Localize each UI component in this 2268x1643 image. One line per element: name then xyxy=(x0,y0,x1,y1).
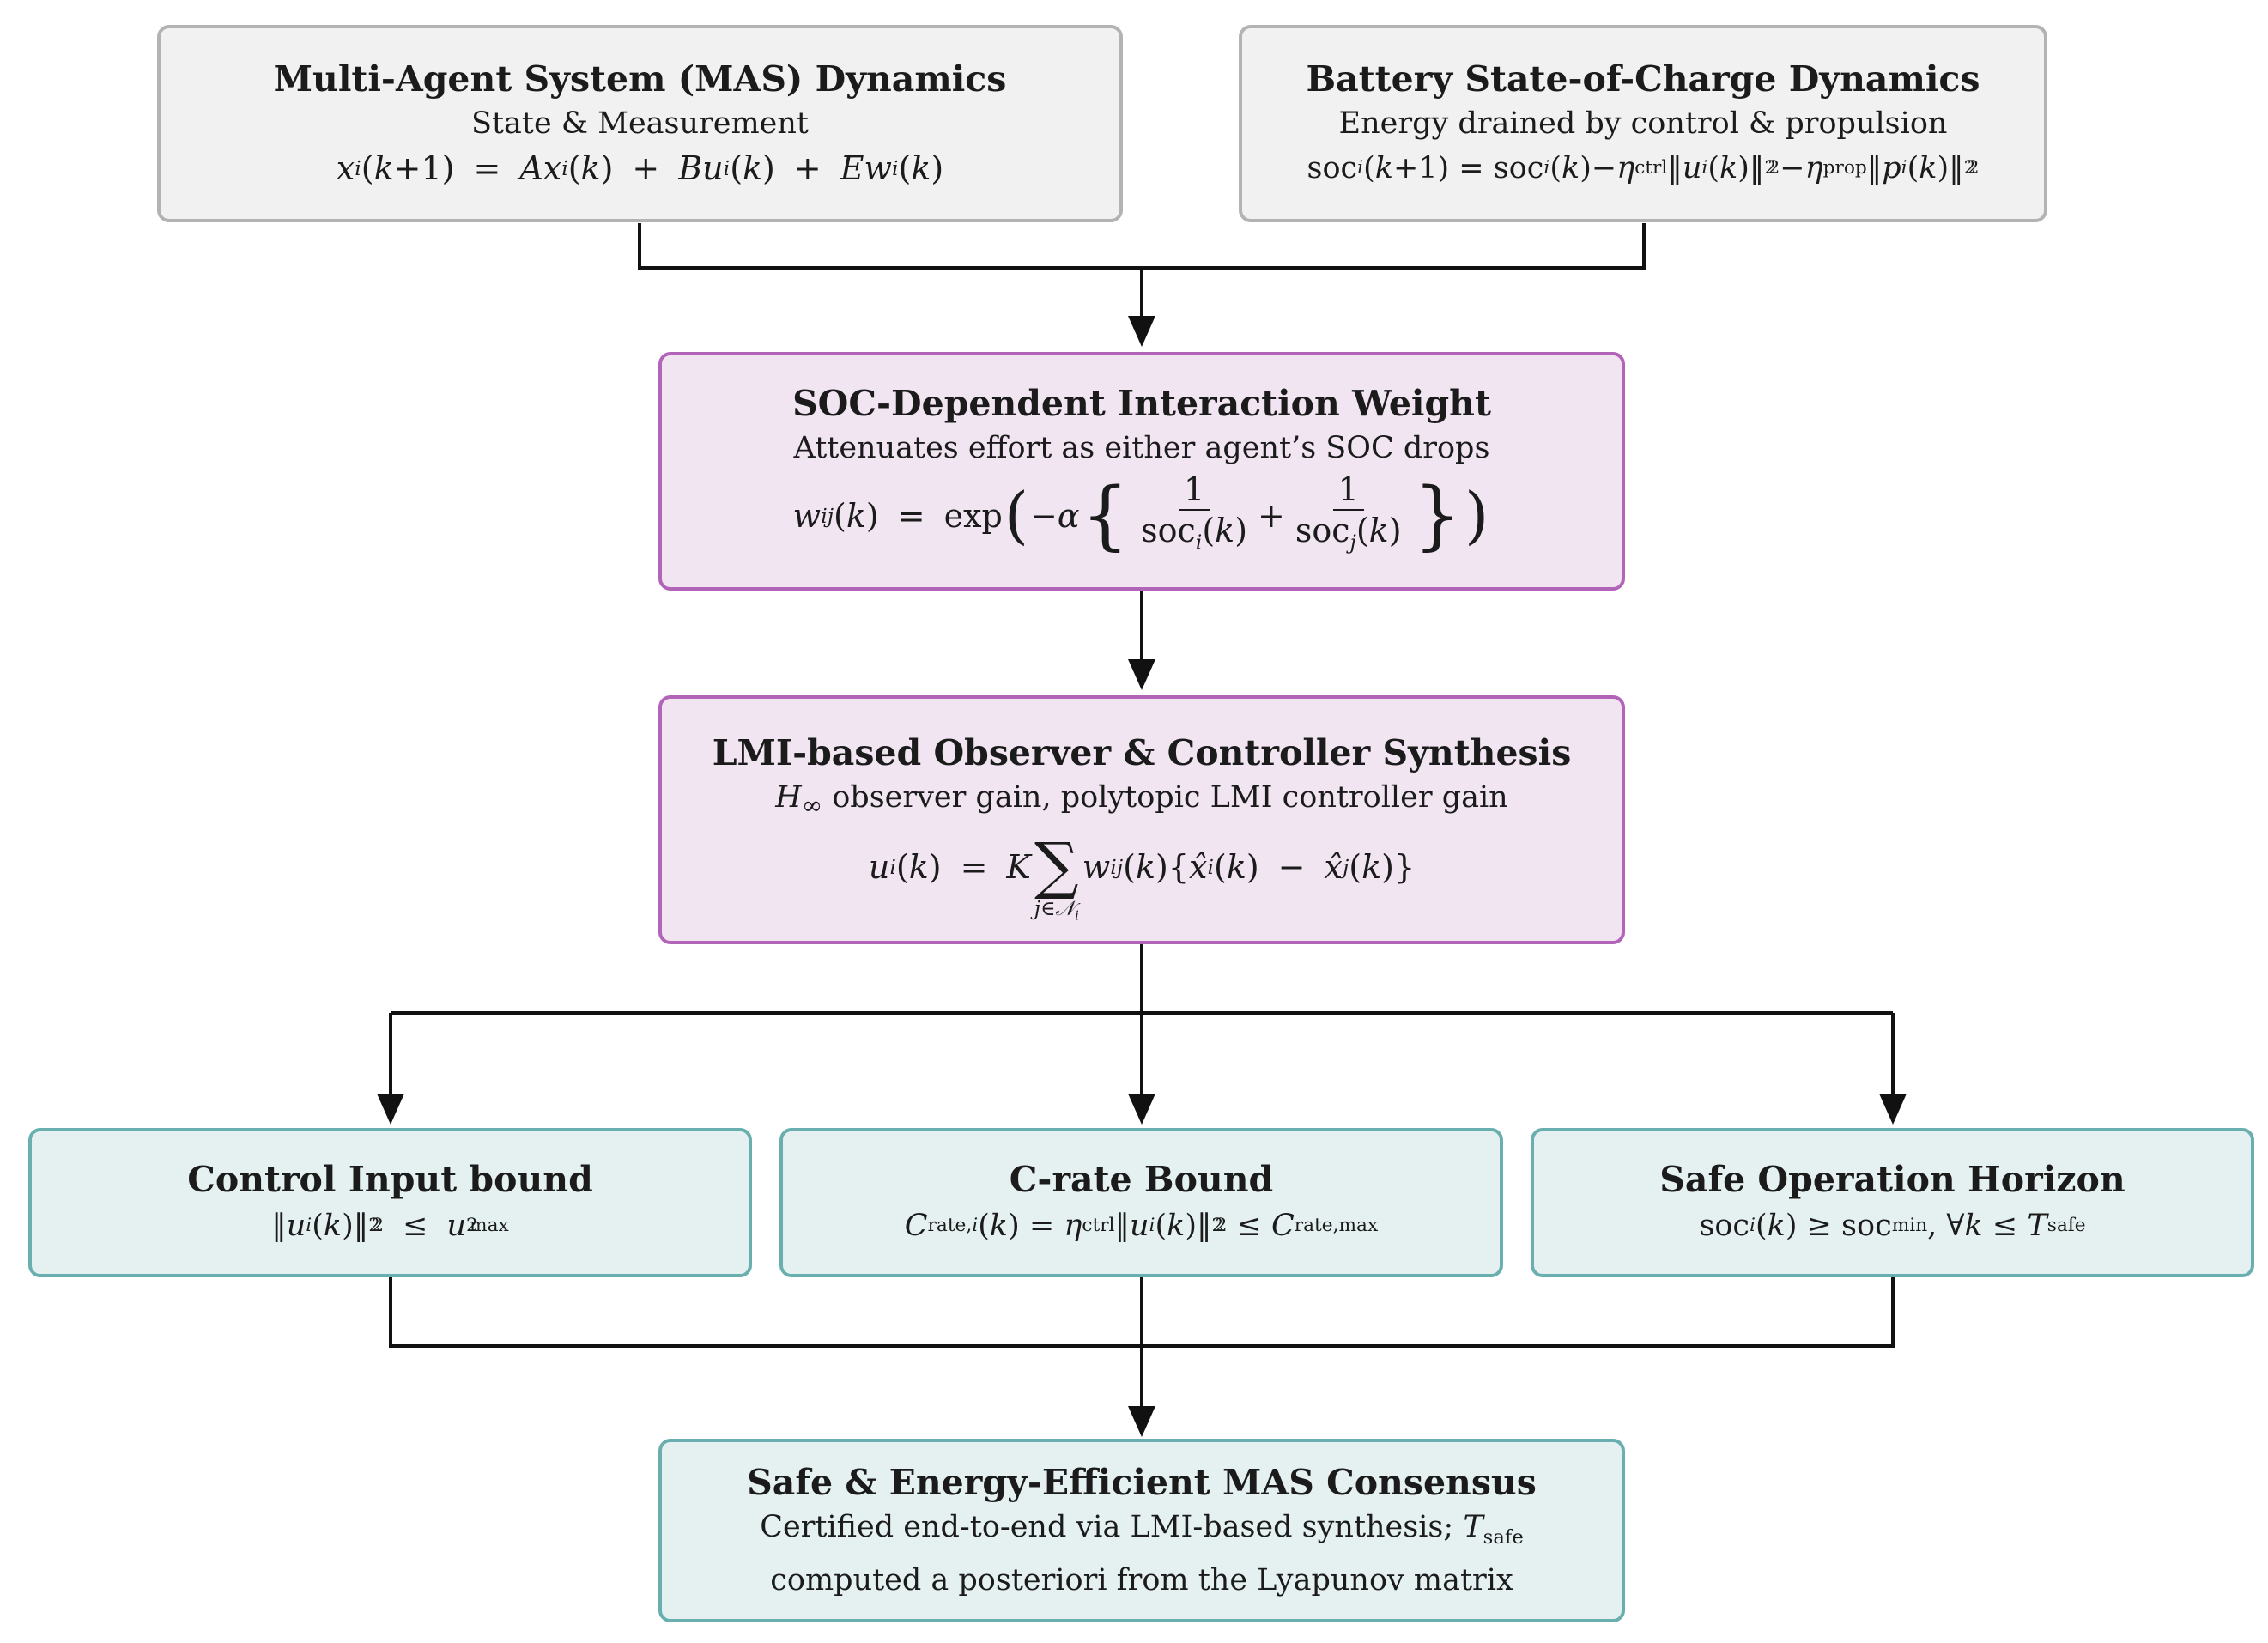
interaction-weight-node: SOC-Dependent Interaction Weight Attenua… xyxy=(658,352,1625,591)
edge-control-bound-consensus xyxy=(389,1277,1142,1348)
synthesis-title: LMI-based Observer & Controller Synthesi… xyxy=(712,732,1572,774)
control-bound-title: Control Input bound xyxy=(187,1159,593,1200)
battery-subtitle: Energy drained by control & propulsion xyxy=(1338,106,1948,141)
mas-dynamics-node: Multi-Agent System (MAS) Dynamics State … xyxy=(157,25,1123,222)
horizon-title: Safe Operation Horizon xyxy=(1659,1159,2125,1200)
consensus-title: Safe & Energy-Efficient MAS Consensus xyxy=(747,1462,1537,1503)
edge-battery-weight xyxy=(1142,223,1646,270)
edge-horizon-consensus xyxy=(1142,1277,1895,1348)
consensus-line-2: computed a posteriori from the Lyapunov … xyxy=(770,1563,1513,1598)
consensus-line-1: Certified end-to-end via LMI-based synth… xyxy=(760,1510,1524,1549)
edge-mas-weight xyxy=(638,223,1142,270)
synthesis-subtitle: H∞ observer gain, polytopic LMI controll… xyxy=(775,780,1508,821)
mas-subtitle: State & Measurement xyxy=(471,106,809,141)
weight-title: SOC-Dependent Interaction Weight xyxy=(792,383,1491,425)
lmi-synthesis-node: LMI-based Observer & Controller Synthesi… xyxy=(658,695,1625,944)
crate-title: C-rate Bound xyxy=(1009,1159,1274,1200)
battery-soc-node: Battery State-of-Charge Dynamics Energy … xyxy=(1239,25,2047,222)
mas-consensus-node: Safe & Energy-Efficient MAS Consensus Ce… xyxy=(658,1439,1625,1622)
mas-title: Multi-Agent System (MAS) Dynamics xyxy=(273,58,1007,100)
weight-subtitle: Attenuates effort as either agent’s SOC … xyxy=(793,431,1490,466)
battery-title: Battery State-of-Charge Dynamics xyxy=(1306,58,1980,100)
